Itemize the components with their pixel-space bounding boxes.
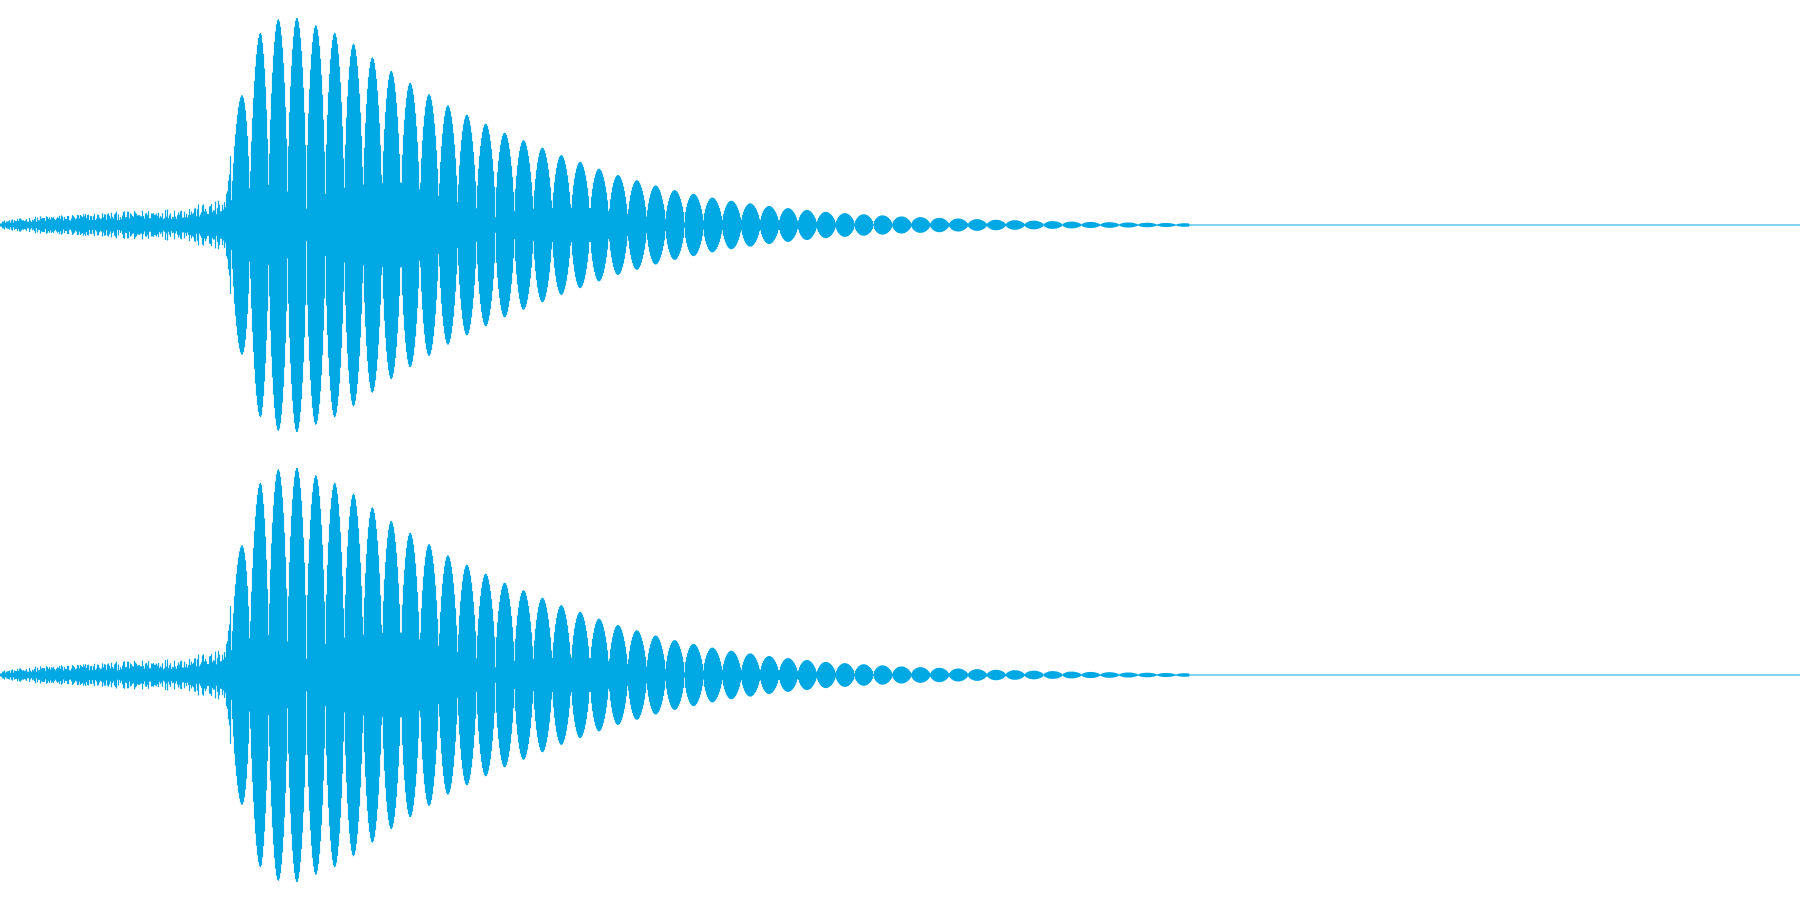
channels-group (0, 17, 1800, 883)
waveform-path (0, 467, 1191, 883)
channel-1 (0, 17, 1800, 433)
waveform-path (0, 17, 1191, 433)
channel-2 (0, 467, 1800, 883)
